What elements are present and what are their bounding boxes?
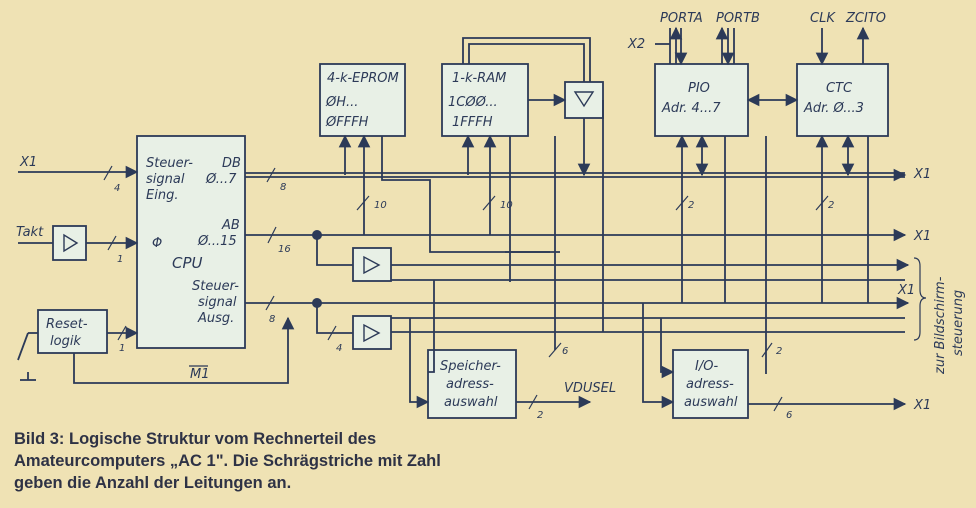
takt-buffer xyxy=(52,225,87,261)
figure-caption: Bild 3: Logische Struktur vom Rechnertei… xyxy=(14,430,441,492)
count-takt: 1 xyxy=(117,254,123,265)
speicher-in-line xyxy=(409,318,430,409)
portb-label: PORTB xyxy=(716,11,760,26)
m1-label: M1 xyxy=(190,367,210,382)
bildschirm-brace xyxy=(913,257,927,341)
ram-data-buffer xyxy=(564,81,604,119)
eprom-select-line xyxy=(381,136,560,253)
x1-db-label: X1 xyxy=(913,167,931,182)
count-db: 8 xyxy=(280,182,286,193)
m1-line xyxy=(73,316,295,384)
reset-label-2: logik xyxy=(50,334,81,349)
line-count-markers xyxy=(103,165,829,412)
bildschirm-label-1: zur Bildschirm- xyxy=(933,276,948,375)
buffer-triangle-icon xyxy=(63,233,79,253)
speicher-label-1: Speicher- xyxy=(440,359,501,374)
count-ctc: 2 xyxy=(828,200,834,211)
count-ab: 16 xyxy=(278,244,291,255)
pio-block xyxy=(654,63,749,137)
speicher-in-line xyxy=(428,280,435,373)
ctc-address: Adr. Ø...3 xyxy=(803,101,864,116)
buffer-triangle-icon xyxy=(363,323,381,343)
count-reset: 1 xyxy=(119,343,125,354)
cpu-steuer-eing-2: signal xyxy=(146,172,185,187)
io-in-line xyxy=(660,318,675,379)
reset-logic-block xyxy=(37,309,108,354)
ctc-title: CTC xyxy=(826,81,853,96)
reset-switch-icon xyxy=(17,332,38,381)
eprom-range-2: ØFFFH xyxy=(325,115,369,130)
count-pio: 2 xyxy=(688,200,694,211)
cpu-ab-range: Ø...15 xyxy=(197,234,237,249)
ram-buffer-loop xyxy=(462,37,591,82)
cpu-block xyxy=(136,135,246,349)
buffer-triangle-icon xyxy=(363,255,381,275)
eprom-block xyxy=(319,63,406,137)
count-speicher-out: 2 xyxy=(537,410,543,421)
pio-title: PIO xyxy=(688,81,710,96)
bildschirm-label-2: steuerung xyxy=(951,290,966,356)
buffer-triangle-icon xyxy=(573,91,595,108)
cpu-ab: AB xyxy=(221,218,240,233)
speicher-label-2: adress- xyxy=(446,377,494,392)
porta-label: PORTA xyxy=(660,11,703,26)
count-io-in: 2 xyxy=(776,346,782,357)
io-in-line xyxy=(642,303,675,409)
io-adressauswahl-block xyxy=(672,349,749,419)
ram-buffer-loop xyxy=(468,43,585,82)
ram-range-2: 1FFFH xyxy=(452,115,493,130)
cpu-phi: Φ xyxy=(152,236,162,251)
cpu-steuer-ausg-1: Steuer- xyxy=(192,279,239,294)
ctc-block xyxy=(796,63,889,137)
ab-buffer xyxy=(352,247,392,282)
x2-label: X2 xyxy=(627,37,645,52)
cpu-steuer-eing-3: Eing. xyxy=(146,188,178,203)
count-steuer-eing: 4 xyxy=(114,183,120,194)
count-speicher-in: 6 xyxy=(562,346,568,357)
eprom-title: 4-k-EPROM xyxy=(327,71,399,86)
cpu-db: DB xyxy=(222,156,241,171)
ram-title: 1-k-RAM xyxy=(452,71,506,86)
reset-label-1: Reset- xyxy=(46,317,88,332)
cpu-steuer-eing-1: Steuer- xyxy=(146,156,193,171)
ab-to-buffer-line xyxy=(316,235,353,266)
x1-ab-label: X1 xyxy=(913,229,931,244)
io-label-2: adress- xyxy=(686,377,734,392)
ctrl-buffer xyxy=(352,315,392,350)
io-label-1: I/O- xyxy=(695,359,718,374)
ctrl-to-buffer-line xyxy=(316,303,353,334)
io-label-3: auswahl xyxy=(684,395,738,410)
ram-range-1: 1CØØ... xyxy=(448,95,498,110)
zcito-label: ZCITO xyxy=(845,11,886,26)
speicher-adressauswahl-block xyxy=(427,349,517,419)
cpu-title: CPU xyxy=(172,254,203,272)
speicher-label-3: auswahl xyxy=(444,395,498,410)
clk-label: CLK xyxy=(810,11,836,26)
vdusel-label: VDUSEL xyxy=(564,381,616,396)
cpu-db-range: Ø...7 xyxy=(205,172,237,187)
eprom-range-1: ØH... xyxy=(325,95,358,110)
x1-ctrl-label: X1 xyxy=(897,283,915,298)
count-io-out: 6 xyxy=(786,410,792,421)
cpu-steuer-ausg-3: Ausg. xyxy=(197,311,234,326)
x1-input-label: X1 xyxy=(19,155,37,170)
cpu-steuer-ausg-2: signal xyxy=(198,295,237,310)
pio-address: Adr. 4...7 xyxy=(661,101,721,116)
count-ctrl: 8 xyxy=(269,314,275,325)
count-eprom-ab: 10 xyxy=(374,200,387,211)
x1-io-label: X1 xyxy=(913,398,931,413)
count-ram-ab: 10 xyxy=(500,200,513,211)
count-buffer-2: 4 xyxy=(336,343,342,354)
takt-label: Takt xyxy=(16,225,44,240)
